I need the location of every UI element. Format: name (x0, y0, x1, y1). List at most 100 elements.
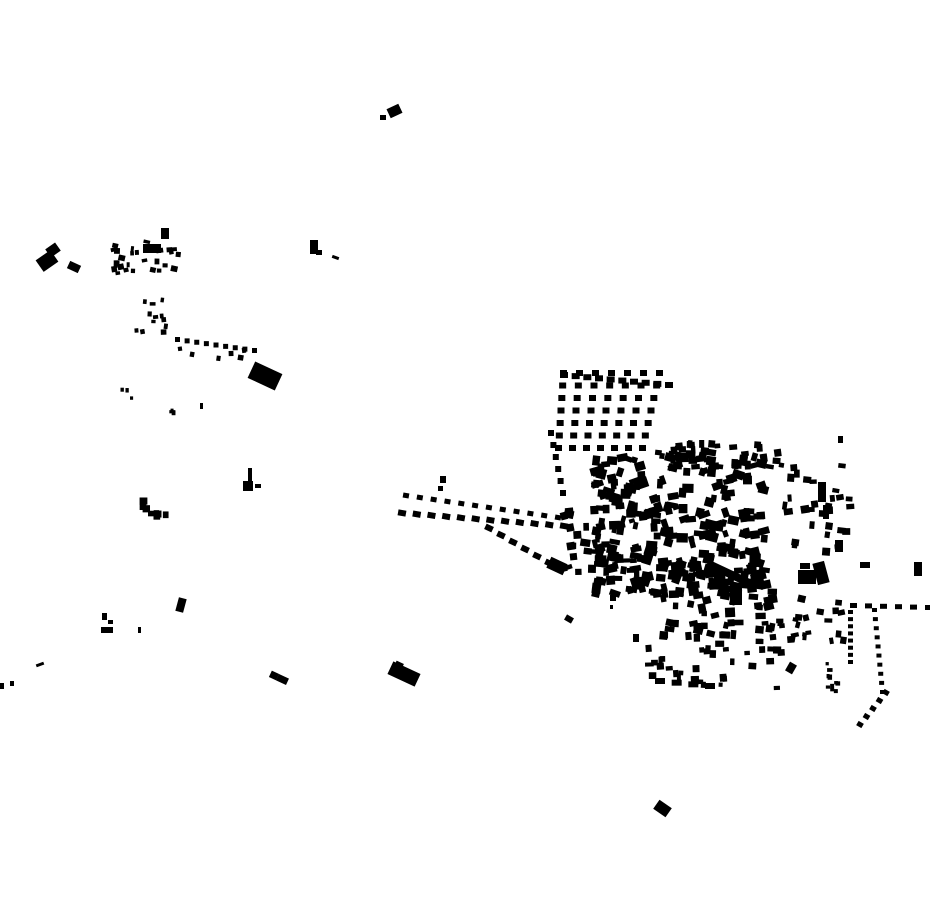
building (757, 526, 771, 536)
building (631, 543, 641, 552)
building (798, 570, 816, 584)
building (628, 476, 641, 486)
building (639, 445, 646, 451)
building (170, 408, 174, 412)
building (586, 548, 597, 554)
building (248, 468, 252, 484)
building (134, 328, 139, 333)
building (216, 355, 221, 362)
building (555, 466, 562, 472)
building (331, 254, 340, 261)
building (126, 262, 130, 268)
building (163, 323, 169, 330)
building (575, 568, 582, 576)
building (591, 526, 602, 537)
building (880, 603, 887, 609)
building (602, 407, 610, 414)
building (650, 395, 658, 401)
building (671, 559, 687, 585)
building (812, 560, 830, 586)
building (850, 603, 857, 608)
building (683, 467, 691, 476)
building (872, 608, 877, 612)
building (560, 490, 566, 496)
building (610, 595, 616, 601)
building (665, 618, 674, 627)
building (247, 361, 283, 391)
building (818, 510, 825, 517)
building (838, 462, 846, 469)
building (720, 518, 728, 527)
building (594, 551, 604, 560)
building (776, 618, 784, 624)
building (380, 115, 386, 120)
building (708, 440, 716, 448)
building (633, 460, 647, 472)
building (687, 535, 695, 542)
building (678, 504, 688, 514)
building (835, 493, 845, 501)
building (688, 456, 698, 464)
building (653, 799, 672, 818)
building (862, 712, 871, 721)
building (848, 638, 853, 643)
building (732, 619, 744, 626)
building (569, 552, 578, 561)
building (708, 462, 720, 471)
building (142, 505, 151, 513)
building (130, 268, 136, 274)
building (848, 610, 853, 614)
building (707, 448, 717, 457)
building (557, 407, 565, 414)
building (785, 661, 797, 675)
building (624, 370, 631, 376)
building (724, 607, 736, 618)
building (633, 582, 644, 590)
building (316, 250, 322, 255)
building (573, 395, 581, 401)
building (574, 382, 582, 389)
building (875, 696, 884, 705)
building (665, 532, 678, 540)
building (718, 682, 723, 687)
building (583, 374, 592, 381)
building (693, 530, 707, 537)
building (802, 614, 810, 622)
building (641, 570, 650, 580)
building (566, 541, 576, 551)
building (141, 258, 148, 263)
building (608, 588, 621, 598)
building (630, 420, 637, 426)
building (630, 456, 639, 464)
building (828, 637, 834, 645)
building (615, 501, 622, 510)
building (705, 629, 716, 638)
building (643, 506, 658, 520)
building (633, 570, 640, 577)
building (134, 249, 140, 255)
building (768, 622, 776, 632)
building (773, 448, 782, 457)
building (110, 247, 118, 253)
building (654, 449, 662, 456)
building (716, 589, 728, 598)
building (876, 653, 882, 658)
building (689, 562, 697, 573)
building (731, 458, 739, 467)
building (759, 579, 772, 590)
building (108, 620, 113, 624)
building (223, 343, 229, 349)
building (825, 662, 829, 666)
building (560, 372, 568, 378)
building (457, 500, 465, 507)
building (628, 502, 638, 512)
building (656, 478, 664, 489)
building (416, 494, 424, 501)
building (123, 267, 129, 273)
building (456, 514, 466, 522)
building (635, 395, 642, 401)
building (640, 370, 647, 376)
building (709, 650, 717, 658)
building (598, 517, 606, 525)
building (754, 625, 765, 634)
